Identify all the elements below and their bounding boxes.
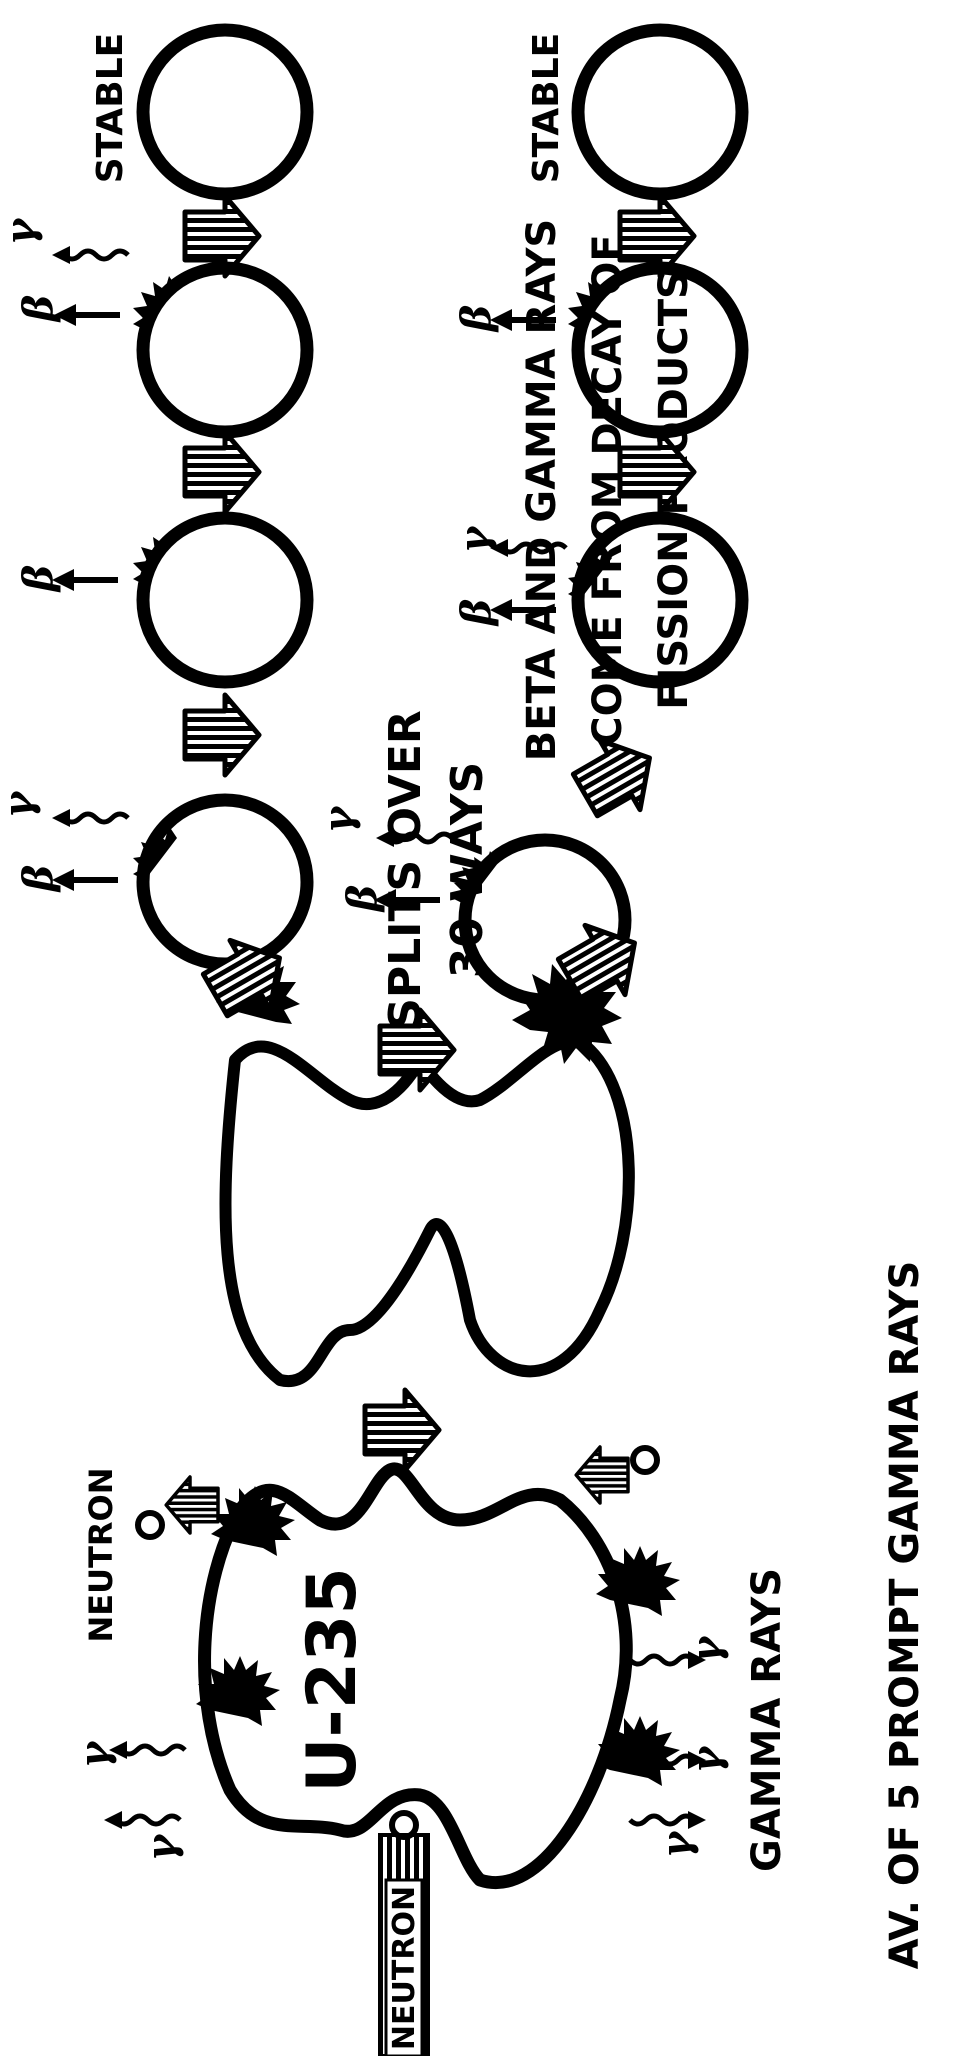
neutron-in-label: NEUTRON <box>387 1886 422 2050</box>
emission-burst-top-3 <box>133 276 177 330</box>
prompt-gamma-wave-1 <box>109 1741 185 1759</box>
decay-text-line1: BETA AND GAMMA RAYS <box>519 219 565 761</box>
stable-nucleus-top <box>136 23 314 201</box>
splitting-nucleus <box>195 908 654 1388</box>
beta-arrow-top-3 <box>54 304 120 326</box>
beta-symbol-top-3: β <box>15 295 62 324</box>
incoming-neutron: NEUTRON <box>378 1810 430 2056</box>
prompt-gamma-symbol-4: γ <box>683 1745 730 1773</box>
fission-product-bottom-1 <box>571 511 749 689</box>
bottom-decay-chain: STABLE β β γ <box>315 23 749 1007</box>
gamma-wave-top-3 <box>52 246 128 264</box>
gamma-symbol-top-3: γ <box>0 217 44 245</box>
emitted-neutron-arrow-2 <box>574 1445 630 1505</box>
fission-arrow <box>365 1390 439 1470</box>
stable-nucleus-bottom <box>571 23 749 201</box>
beta-symbol-bottom-1: β <box>453 599 500 628</box>
splits-text-line1: SPLITS OVER <box>380 710 431 1030</box>
beta-symbol-top-1: β <box>15 865 62 894</box>
u235-label: U-235 <box>293 1567 372 1792</box>
beta-symbol-top-2: β <box>15 565 62 594</box>
beta-symbol-bottom-2: β <box>453 305 500 334</box>
u235-outline <box>198 1462 633 1889</box>
caption: AV. OF 5 PROMPT GAMMA RAYS <box>882 1261 928 1970</box>
emission-burst-top-2 <box>133 537 165 585</box>
decay-arrow-top-3 <box>185 695 259 775</box>
u235-burst-bottom <box>596 1716 680 1786</box>
prompt-gamma-wave-2 <box>104 1811 180 1829</box>
u235-nucleus: U-235 <box>196 1462 680 1889</box>
top-decay-chain: STABLE β γ β <box>0 23 314 971</box>
prompt-gamma-wave-5 <box>630 1811 706 1829</box>
stable-label-top-text: STABLE <box>90 33 131 184</box>
incoming-neutron-dot <box>389 1810 419 1840</box>
gamma-symbol-bottom-0: γ <box>315 805 362 833</box>
fission-product-top-1 <box>136 793 314 971</box>
u235-burst-left <box>196 1656 280 1726</box>
gamma-symbol-bottom-1: γ <box>451 525 498 553</box>
stable-label-top: STABLE <box>90 33 131 184</box>
emission-burst-bottom-1 <box>568 546 612 600</box>
emission-burst-top-1 <box>133 826 177 880</box>
prompt-gamma-symbol-5: γ <box>653 1830 700 1858</box>
fission-product-top-2 <box>136 511 314 689</box>
prompt-gamma-rays: γ γ γ γ γ GAMMA RAYS <box>71 1568 790 1872</box>
decay-arrow-top-2 <box>185 432 259 512</box>
emission-burst-bottom-0 <box>454 851 498 905</box>
gamma-rays-label: GAMMA RAYS <box>744 1568 790 1872</box>
prompt-gamma-symbol-1: γ <box>71 1740 118 1768</box>
neutron-out-label: NEUTRON <box>82 1467 120 1642</box>
gamma-symbol-top-1: γ <box>0 790 42 818</box>
beta-symbol-bottom-0: β <box>339 885 386 914</box>
emission-burst-bottom-2 <box>568 282 600 330</box>
emitted-neutron-2 <box>574 1445 660 1505</box>
emitted-neutron-dot-2 <box>630 1445 660 1475</box>
prompt-gamma-symbol-2: γ <box>138 1833 185 1861</box>
stable-label-bottom-text: STABLE <box>526 33 567 184</box>
emitted-neutron-dot <box>135 1510 165 1540</box>
gamma-wave-top-1 <box>52 809 128 827</box>
emitted-neutron-arrow <box>164 1475 220 1535</box>
caption-text: AV. OF 5 PROMPT GAMMA RAYS <box>882 1261 928 1970</box>
prompt-gamma-symbol-3: γ <box>683 1635 730 1663</box>
u235-burst-top <box>211 1486 295 1556</box>
emitted-neutron: NEUTRON <box>82 1467 220 1643</box>
splitting-nucleus-outline <box>219 1036 635 1388</box>
u235-burst-bottom-right <box>596 1546 680 1616</box>
